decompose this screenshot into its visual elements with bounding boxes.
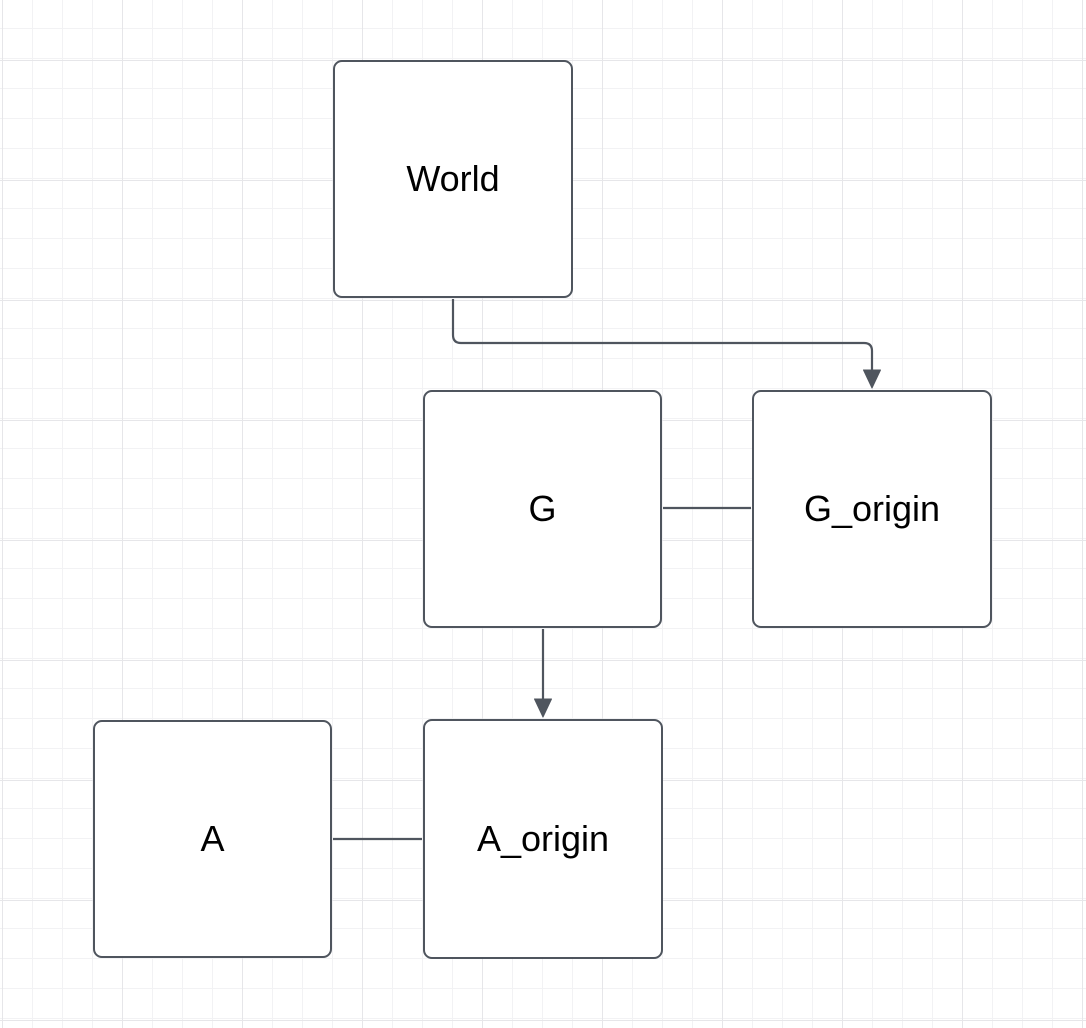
node-a-origin-label: A_origin [476, 818, 610, 860]
node-a[interactable]: A [93, 720, 332, 958]
node-a-label: A [200, 818, 225, 860]
node-g-origin-label: G_origin [803, 488, 941, 530]
node-world[interactable]: World [333, 60, 573, 298]
edge-g-to-a-origin[interactable] [534, 629, 552, 718]
arrowhead-g-origin [863, 369, 881, 389]
node-g[interactable]: G [423, 390, 662, 628]
node-world-label: World [406, 158, 500, 200]
node-g-origin[interactable]: G_origin [752, 390, 992, 628]
edge-world-to-g-origin[interactable] [451, 299, 881, 389]
arrowhead-a-origin [534, 698, 552, 718]
node-g-label: G [528, 488, 557, 530]
node-a-origin[interactable]: A_origin [423, 719, 663, 959]
